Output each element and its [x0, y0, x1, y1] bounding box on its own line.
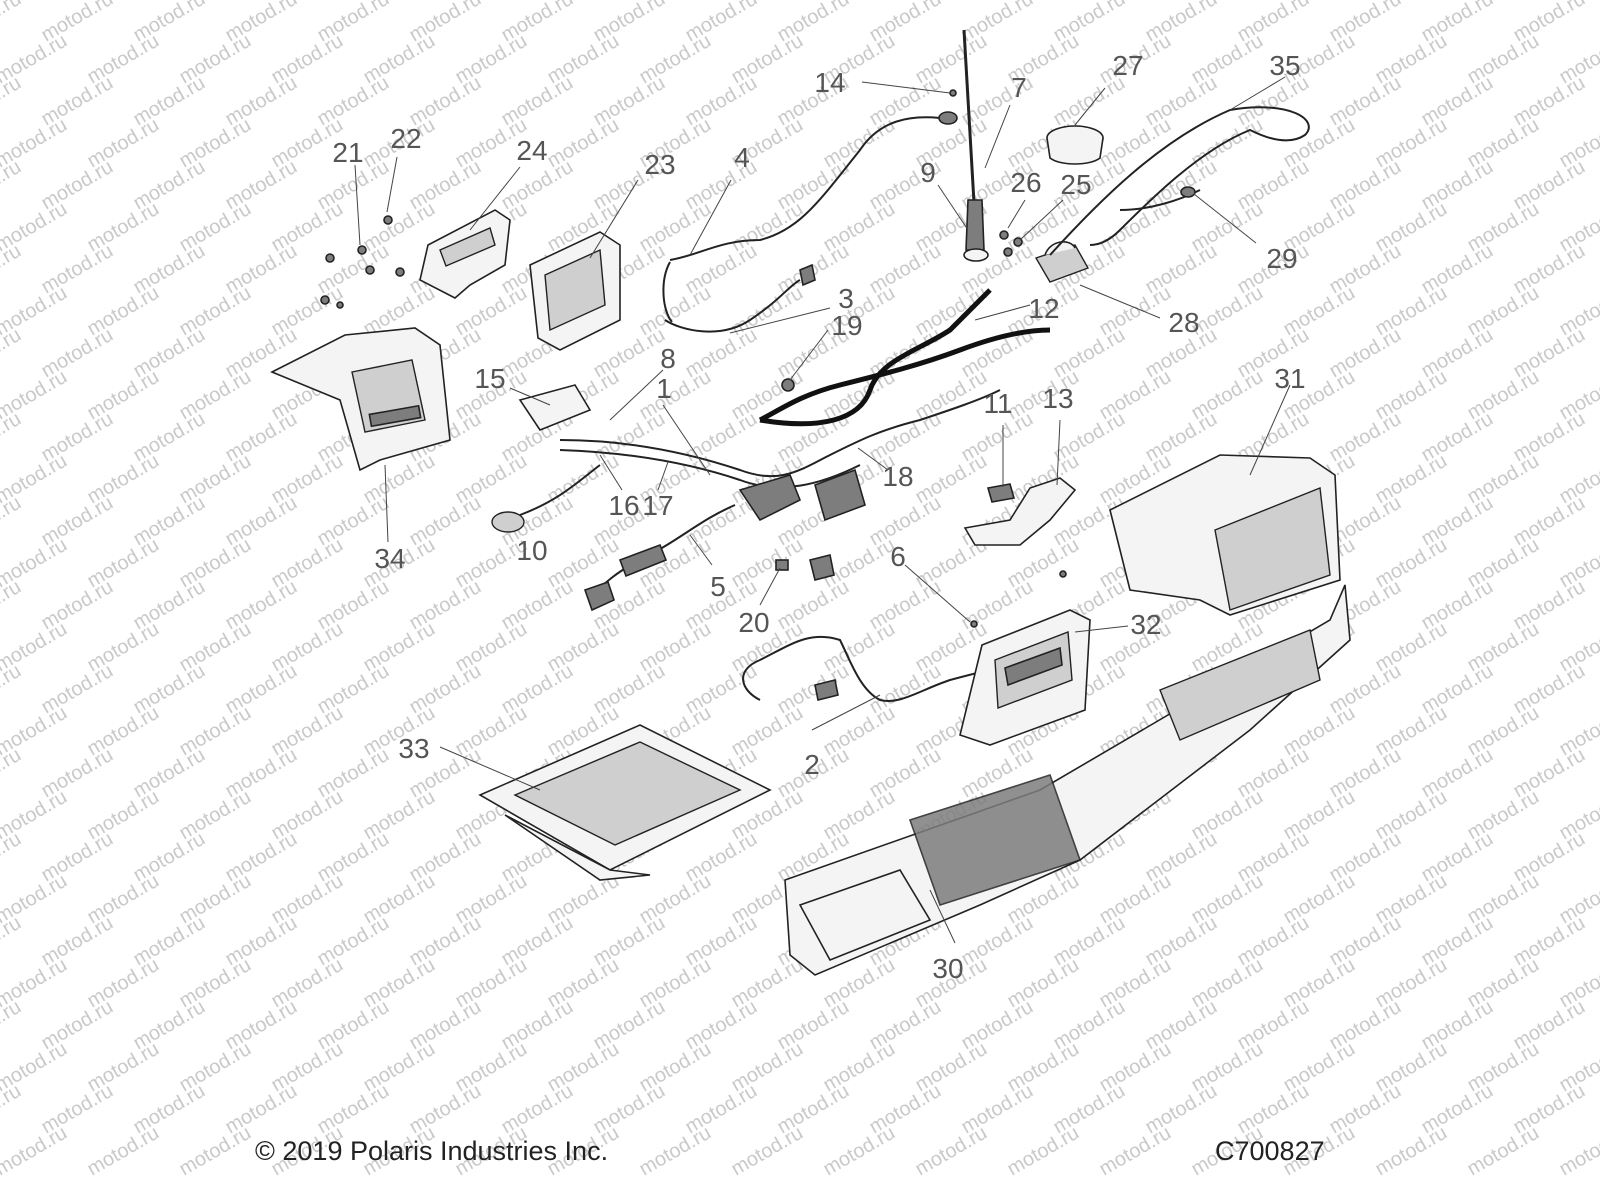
watermark-text: motod.ru: [0, 72, 25, 131]
watermark-text: motod.ru: [0, 324, 25, 383]
watermark-text: motod.ru: [0, 156, 25, 215]
watermark-text: motod.ru: [0, 744, 25, 803]
callout-10: 10: [516, 535, 547, 566]
callout-15: 15: [474, 363, 505, 394]
callout-3: 3: [838, 283, 854, 314]
watermark-text: motod.ru: [0, 408, 25, 467]
watermark-text: motod.ru: [0, 492, 25, 551]
part-33-tray: [478, 724, 772, 881]
watermark-text: motod.ru: [1004, 1122, 1083, 1181]
watermark-text: motod.ru: [636, 1122, 715, 1181]
part-7-antenna: [962, 29, 989, 262]
watermark-text: motod.ru: [0, 576, 25, 635]
watermark-text: motod.ru: [820, 1122, 899, 1181]
part-4-cable: [662, 111, 958, 333]
watermark-text: motod.ru: [912, 1122, 991, 1181]
part-34-dash-bezel: [270, 327, 451, 472]
part-31-cluster-housing: [1109, 454, 1341, 616]
callout-4: 4: [734, 142, 750, 173]
callout-29: 29: [1266, 243, 1297, 274]
watermark-text: motod.ru: [176, 1122, 255, 1181]
watermark-text: motod.ru: [0, 660, 25, 719]
watermark-text: motod.ru: [84, 1122, 163, 1181]
callout-25: 25: [1060, 169, 1091, 200]
part-24-bracket: [419, 209, 511, 299]
callout-5: 5: [710, 571, 726, 602]
leader-lines: [354, 76, 1291, 944]
watermark-text: motod.ru: [1464, 1122, 1543, 1181]
watermark-text: motod.ru: [728, 1122, 807, 1181]
callout-34: 34: [374, 543, 405, 574]
watermark-text: motod.ru: [1556, 1122, 1600, 1181]
callout-28: 28: [1168, 307, 1199, 338]
callout-19: 19: [831, 310, 862, 341]
callout-2: 2: [804, 749, 820, 780]
callout-12: 12: [1028, 293, 1059, 324]
watermark-text: motod.ru: [0, 0, 25, 46]
callout-30: 30: [932, 953, 963, 984]
callout-13: 13: [1042, 383, 1073, 414]
hardware-fasteners: [320, 89, 1067, 628]
part-30-dash-frame: [784, 584, 1351, 976]
part-2-cable: [742, 635, 991, 702]
figure-code: C700827: [1215, 1136, 1325, 1166]
copyright-notice: © 2019 Polaris Industries Inc.: [255, 1136, 609, 1166]
watermark-text: motod.ru: [0, 1122, 71, 1181]
callout-labels: 1 2 3 4 5 6 7 8 9 10 11 12 13 14 15 16 1…: [332, 50, 1305, 984]
callout-7: 7: [1011, 72, 1027, 103]
callout-16: 16: [608, 490, 639, 521]
part-27-cap: [1046, 125, 1104, 165]
watermark-text: motod.ru: [0, 240, 25, 299]
callout-21: 21: [332, 137, 363, 168]
callout-26: 26: [1010, 167, 1041, 198]
callout-32: 32: [1130, 609, 1161, 640]
part-1-main-harness: [491, 384, 1001, 612]
callout-20: 20: [738, 607, 769, 638]
watermark-text: motod.ru: [0, 828, 25, 887]
callout-1: 1: [656, 373, 672, 404]
part-23-display: [529, 231, 621, 351]
callout-31: 31: [1274, 363, 1305, 394]
callout-17: 17: [642, 490, 673, 521]
watermark-text: motod.ru: [0, 912, 25, 971]
callout-6: 6: [890, 541, 906, 572]
callout-14: 14: [814, 67, 845, 98]
callout-23: 23: [644, 149, 675, 180]
part-35-cable: [1049, 106, 1310, 256]
part-32-switch-panel: [959, 609, 1091, 746]
callout-11: 11: [983, 388, 1012, 419]
callout-33: 33: [398, 733, 429, 764]
callout-22: 22: [390, 123, 421, 154]
callout-8: 8: [660, 343, 676, 374]
part-12-wire: [758, 288, 1051, 427]
callout-18: 18: [882, 461, 913, 492]
watermark-text: motod.ru: [0, 1080, 25, 1139]
watermark-text: motod.ru: [1372, 1122, 1451, 1181]
callout-9: 9: [920, 157, 936, 188]
callout-35: 35: [1269, 50, 1300, 81]
callout-27: 27: [1112, 50, 1143, 81]
watermark-text: motod.ru: [0, 996, 25, 1055]
callout-24: 24: [516, 135, 547, 166]
watermark-text: motod.ru: [1096, 1122, 1175, 1181]
